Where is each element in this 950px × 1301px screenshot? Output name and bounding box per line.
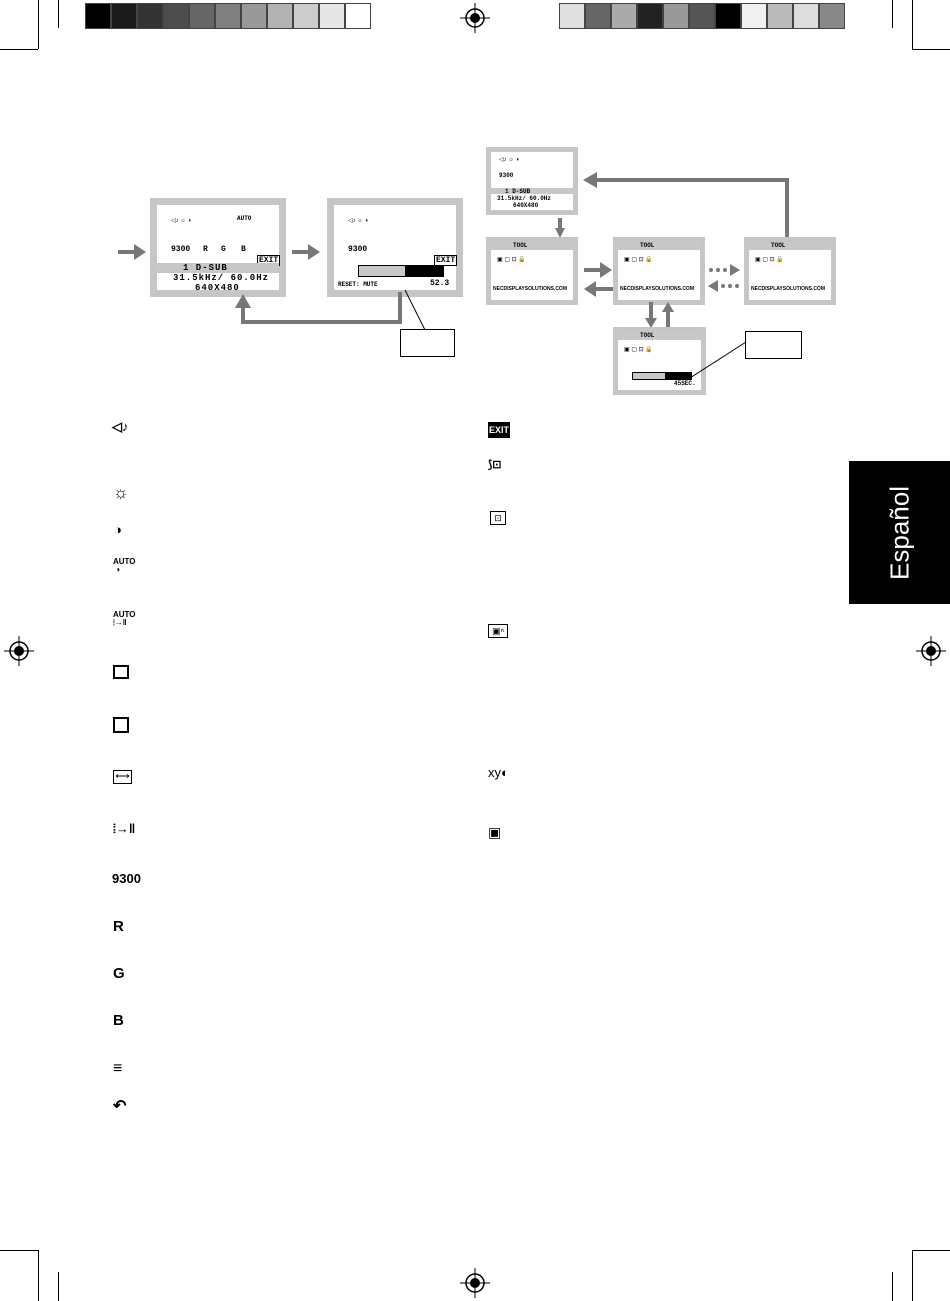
flow-arrow <box>584 268 604 272</box>
registration-mark-icon <box>460 1268 490 1298</box>
h-size-icon: ⟷ <box>113 770 132 784</box>
language-side-tab: Español <box>849 461 950 604</box>
osd-icons-row: ◁♪ ☼ ◑ <box>171 218 192 224</box>
green-icon: G <box>113 965 125 982</box>
osd-lockout-icon: ▣ⁿ <box>488 624 508 638</box>
osd-tool-menu-2: TOOL ▣ ▢ ⊡ 🔒 NECDISPLAYSOLUTIONS.COM <box>613 237 705 305</box>
osd-volume-menu: ◁♪ ☼ ◑ 9300 EXIT RESET: MUTE 52.3 <box>327 198 463 297</box>
osd-color-preset: 9300 <box>499 172 514 179</box>
tool-icon: ≡ <box>113 1060 123 1077</box>
arrowhead-icon <box>134 244 146 260</box>
auto-contrast-icon: AUTO ◑ <box>113 557 136 574</box>
osd-timer-label: 45SEC. <box>674 380 696 387</box>
osd-main-menu: ◁♪ ☼ ◑ AUTO 9300 R G B EXIT 1 D-SUB 31.5… <box>150 198 286 297</box>
arrowhead-icon <box>584 281 596 297</box>
crop-mark <box>38 1250 39 1301</box>
updown-arrows <box>645 302 674 328</box>
osd-tool-title: TOOL <box>640 332 655 339</box>
osd-main-small: ◁♪ ☼ ◑ 9300 1 D-SUB 31.5kHz/ 60.0Hz 640X… <box>486 147 578 215</box>
language-icon: ⟆⊡ <box>488 459 502 471</box>
crop-mark <box>912 1250 913 1301</box>
left-right-icon <box>113 665 129 679</box>
osd-red: R <box>203 245 208 254</box>
volume-icon: ◁♪ <box>112 419 129 434</box>
crop-mark <box>0 1250 38 1251</box>
osd-tool-menu-3: TOOL ▣ ▢ ⊡ 🔒 NECDISPLAYSOLUTIONS.COM <box>744 237 836 305</box>
factory-preset-icon: ↶ <box>113 1098 127 1115</box>
color-preset-icon: 9300 <box>112 871 141 886</box>
flow-arrow <box>118 250 138 254</box>
crop-mark <box>912 49 950 50</box>
osd-tool-title: TOOL <box>513 242 528 249</box>
color-calibration-bar-left <box>85 3 371 29</box>
osd-position-icon: ⊡ <box>490 511 506 525</box>
return-arrow <box>235 290 426 331</box>
crop-mark <box>58 0 59 28</box>
osd-frequency: 31.5kHz/ 60.0Hz <box>497 195 552 202</box>
osd-blue: B <box>241 245 246 254</box>
callout-box <box>400 329 455 357</box>
contrast-icon: ◑ <box>114 522 122 537</box>
auto-adjust-icon: AUTO⦙→‖ <box>113 610 136 627</box>
flow-arrow <box>292 250 312 254</box>
arrowhead-icon <box>308 244 320 260</box>
osd-website: NECDISPLAYSOLUTIONS.COM <box>493 286 567 292</box>
flow-arrow <box>594 287 614 291</box>
crop-mark <box>912 1250 950 1251</box>
registration-mark-icon <box>460 3 490 33</box>
crop-mark <box>912 0 913 49</box>
osd-resolution: 640X480 <box>513 202 539 209</box>
red-icon: R <box>113 918 124 935</box>
arrowhead-icon <box>600 262 612 278</box>
osd-tool-title: TOOL <box>771 242 786 249</box>
osd-frequency: 31.5kHz/ 60.0Hz <box>173 273 270 283</box>
osd-website: NECDISPLAYSOLUTIONS.COM <box>620 286 694 292</box>
timer-slider <box>632 372 692 380</box>
crop-mark <box>892 0 893 28</box>
monitor-info-icon: ▣ <box>488 824 502 840</box>
down-up-icon <box>113 717 129 733</box>
exit-icon: EXIT <box>488 422 510 438</box>
osd-volume-value: 52.3 <box>430 279 450 288</box>
osd-icons-row: ◁♪ ☼ ◑ <box>348 218 369 224</box>
osd-exit: EXIT <box>434 255 458 266</box>
osd-green: G <box>221 245 226 254</box>
dotted-arrows <box>708 264 740 292</box>
osd-website: NECDISPLAYSOLUTIONS.COM <box>751 286 825 292</box>
osd-input-label: 1 D-SUB <box>505 188 531 195</box>
crop-mark <box>892 1272 893 1301</box>
callout-line <box>690 341 747 379</box>
registration-mark-icon <box>4 636 34 666</box>
side-tab-label: Español <box>884 485 914 580</box>
fine-icon: ⦙→‖ <box>113 821 136 836</box>
osd-mute-label: RESET: MUTE <box>338 281 378 288</box>
crop-mark <box>58 1272 59 1301</box>
xy-info-icon: xy◐ <box>488 765 509 780</box>
registration-mark-icon <box>916 636 946 666</box>
blue-icon: B <box>113 1012 124 1029</box>
osd-input-label: 1 D-SUB <box>183 263 228 273</box>
return-arrow <box>555 172 789 238</box>
volume-slider <box>358 265 444 277</box>
osd-tool-menu-1: TOOL ▣ ▢ ⊡ 🔒 NECDISPLAYSOLUTIONS.COM <box>486 237 578 305</box>
callout-box <box>745 331 802 359</box>
brightness-icon: ☼ <box>113 483 129 502</box>
color-calibration-bar-right <box>559 3 845 29</box>
osd-color-preset: 9300 <box>171 245 191 254</box>
osd-auto-label: AUTO <box>237 215 252 222</box>
osd-tool-title: TOOL <box>640 242 655 249</box>
osd-resolution: 640X480 <box>195 283 240 293</box>
osd-color-preset: 9300 <box>348 245 368 254</box>
osd-timer-menu: TOOL ▣ ▢ ⊡ 🔒 45SEC. <box>613 327 706 395</box>
crop-mark <box>38 0 39 49</box>
crop-mark <box>0 49 38 50</box>
